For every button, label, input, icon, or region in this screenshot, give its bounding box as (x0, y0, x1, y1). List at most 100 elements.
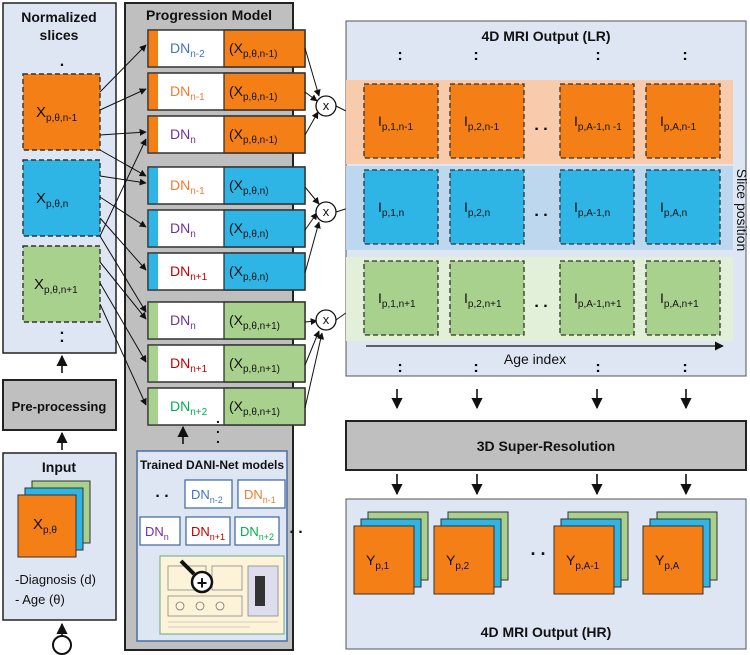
slice-position-label: Slice position (734, 169, 750, 252)
lr-dots-top: : (682, 47, 687, 64)
lr-slice-cell: Ip,A,n-1 (645, 83, 721, 159)
row-slice-label: (Xp,θ,n-1) (229, 126, 277, 146)
row-model-label: DNn+1 (170, 355, 208, 375)
lr-cell-label: Ip,A-1,n -1 (574, 113, 622, 133)
svg-text:Xp,θ,n+1: Xp,θ,n+1 (34, 276, 78, 296)
lr-dots-bottom: : (682, 359, 687, 376)
hr-volume-label: Yp,2 (446, 552, 470, 572)
lr-slice-cell: Ip,2,n+1 (449, 260, 525, 336)
user-icon (52, 635, 72, 655)
trained-model-box (185, 516, 231, 546)
slice-n+1: Xp,θ,n+1 (22, 245, 101, 323)
super-resolution-label: 3D Super-Resolution (477, 438, 615, 454)
dots-bottom-left-2: . (60, 329, 64, 346)
preprocessing-box (2, 379, 117, 431)
normalized-title-1: Normalized (21, 9, 96, 25)
svg-text:x: x (323, 312, 330, 327)
lr-slice-cell: Ip,A,n (645, 169, 721, 245)
multiply-node-2: x (315, 201, 337, 223)
progression-row: DNn (Xp,θ,n+1) (147, 301, 306, 340)
lr-slice-cell: Ip,1,n-1 (363, 83, 439, 159)
lr-slice-cell: Ip,1,n (363, 169, 439, 245)
dots-top-left: . (60, 53, 64, 70)
svg-text:Xp,θ,n-1: Xp,θ,n-1 (36, 104, 78, 124)
progression-rows: DNn-2(Xp,θ,n-1)DNn-1(Xp,θ,n-1)DNn(Xp,θ,n… (147, 29, 306, 426)
lr-to-sr-arrows (391, 389, 692, 410)
lr-slice-cell: Ip,2,n-1 (449, 83, 525, 159)
lr-slice-cell: Ip,A,n+1 (645, 260, 721, 336)
lr-cell-label: Ip,1,n-1 (378, 113, 413, 133)
lr-cell-label: Ip,2,n+1 (464, 290, 502, 310)
lr-cell-label: Ip,1,n+1 (378, 290, 416, 310)
lr-output-title: 4D MRI Output (LR) (481, 28, 610, 44)
lr-cell-label: Ip,A-1,n (574, 199, 610, 219)
lr-dots-top: : (595, 47, 600, 64)
lr-cell-label: Ip,1,n (378, 199, 404, 219)
trained-model-box (184, 479, 233, 509)
trained-row-1: DNn-2 DNn-1 (184, 479, 286, 509)
lr-dots-bottom: : (595, 359, 600, 376)
preprocessing-label: Pre-processing (12, 399, 107, 414)
lr-cell-label: Ip,A-1,n+1 (574, 290, 622, 310)
row-slice-label: (Xp,θ,n) (229, 263, 269, 283)
super-resolution-box (345, 420, 747, 471)
slice-n: Xp,θ,n (22, 159, 101, 237)
trained-dots-right: . . (289, 520, 302, 537)
hr-volume: Yp,1 (353, 511, 429, 595)
row-model-label: DNn-1 (170, 83, 205, 103)
progression-row: DNn-2(Xp,θ,n-1) (147, 29, 306, 68)
progression-row: DNn+1 (Xp,θ,n+1) (147, 344, 306, 383)
dots-below-rows-3: . (216, 430, 220, 446)
progression-title: Progression Model (146, 7, 272, 23)
trained-models-title: Trained DANI-Net models (140, 458, 284, 472)
progression-row: DNn+1 (Xp,θ,n) (147, 252, 306, 291)
row-model-label: DNn (170, 126, 196, 146)
row-slice-label: (Xp,θ,n+1) (229, 312, 280, 332)
lr-slice-cell: Ip,1,n+1 (363, 260, 439, 336)
row-slice-label: (Xp,θ,n+1) (229, 398, 280, 418)
slice-to-row-arrows (99, 44, 147, 406)
row-model-label: DNn+1 (170, 263, 208, 283)
input-volume: Xp,θ (17, 480, 91, 558)
row-model-label: DNn-2 (170, 40, 205, 60)
row-slice-label: (Xp,θ,n+1) (229, 355, 280, 375)
trained-model-label: DNn-2 (191, 487, 223, 505)
row-model-label: DNn-1 (170, 177, 205, 197)
lr-row-dots: . . (534, 117, 547, 134)
dots-below-rows-1: . (216, 410, 220, 426)
hr-volume: Yp,A (642, 511, 718, 595)
input-diagnosis: -Diagnosis (d) (15, 572, 96, 587)
lr-slice-cell: Ip,A-1,n+1 (559, 260, 635, 336)
lr-slice-cell: Ip,A-1,n (559, 169, 635, 245)
dots-below-rows-2: . (216, 420, 220, 436)
row-model-label: DNn (170, 312, 196, 332)
lr-slice-cell: Ip,2,n (449, 169, 525, 245)
trained-model-box (237, 479, 286, 509)
progression-row: DNn+2(Xp,θ,n+1) (147, 387, 306, 426)
lr-cell-label: Ip,A,n-1 (660, 113, 697, 133)
slice-n-1: Xp,θ,n-1 (22, 73, 101, 151)
trained-model-label: DNn (145, 524, 169, 542)
progression-row: DNn(Xp,θ,n) (147, 209, 306, 248)
svg-text:Xp,θ,n: Xp,θ,n (36, 190, 68, 210)
lr-dots-top: : (473, 47, 478, 64)
hr-volume: Yp,A-1 (553, 511, 629, 595)
trained-model-box (139, 516, 181, 546)
trained-model-box (234, 516, 280, 546)
hr-volume-label: Yp,A-1 (566, 552, 600, 572)
input-title: Input (42, 459, 77, 475)
trained-dots-left: . . (155, 484, 168, 501)
lr-row-dots: . . (534, 203, 547, 220)
trained-model-label: DNn-1 (244, 487, 276, 505)
svg-text:+: + (197, 573, 208, 593)
lr-row-dots: . . (534, 294, 547, 311)
sr-to-hr-arrows (391, 474, 692, 496)
multiply-node-1: x (315, 95, 337, 117)
svg-text:x: x (323, 204, 330, 219)
row-slice-label: (Xp,θ,n-1) (229, 83, 277, 103)
svg-text:x: x (323, 98, 330, 113)
input-age: - Age (θ) (15, 592, 65, 607)
